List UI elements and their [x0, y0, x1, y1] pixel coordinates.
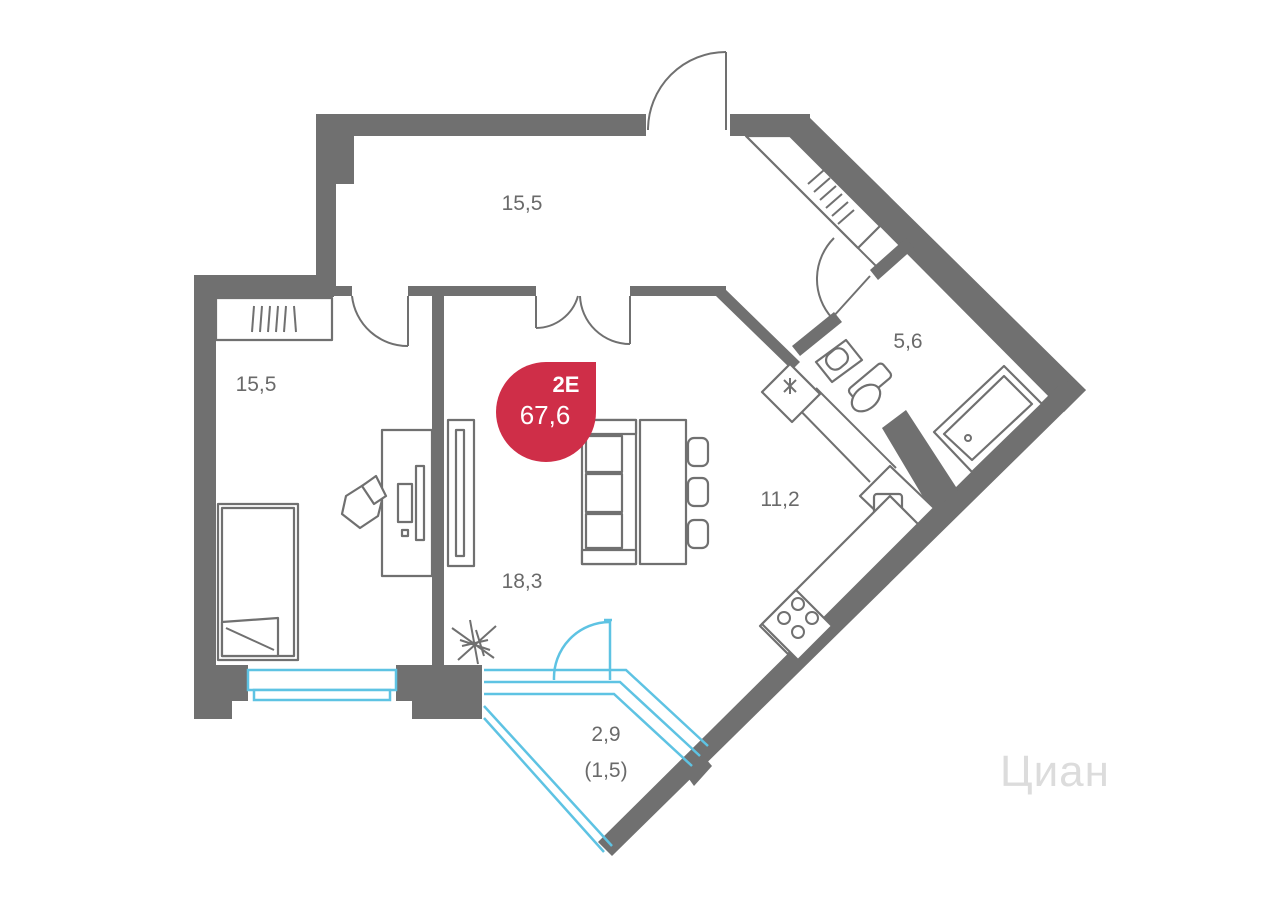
- bedroom-desk: [340, 428, 434, 578]
- kitchen-stove: [760, 588, 834, 662]
- bedroom-bed: [216, 502, 300, 662]
- living-tv-unit: [446, 418, 476, 568]
- hall-area-label: 15,5: [502, 192, 543, 215]
- bathroom-sink: [814, 338, 864, 384]
- kitchen-upper-counter: [760, 362, 822, 424]
- watermark: Циан: [1000, 747, 1110, 796]
- walls: [194, 114, 1086, 856]
- apartment-code: 2E: [553, 372, 580, 397]
- dining-table: [638, 418, 710, 566]
- plant: [451, 619, 497, 665]
- furniture: [214, 134, 1044, 665]
- balcony-reduced-area-label: (1,5): [584, 759, 627, 782]
- room-labels: 15,5 15,5 18,3 11,2 5,6 2,9 (1,5): [236, 192, 923, 782]
- living-area-label: 18,3: [502, 570, 543, 593]
- bedroom-wardrobe: [214, 296, 334, 342]
- apartment-total-area: 67,6: [520, 400, 571, 430]
- bathroom-toilet: [847, 362, 893, 413]
- badge-shape: [496, 362, 596, 462]
- living-sofa: [580, 418, 638, 566]
- bathroom-area-label: 5,6: [893, 330, 922, 353]
- hall-wardrobe: [744, 134, 882, 250]
- bathroom-bathtub: [932, 364, 1044, 474]
- apartment-badge: 2E 67,6: [496, 362, 596, 462]
- bedroom-area-label: 15,5: [236, 373, 277, 396]
- kitchen-area-label: 11,2: [760, 488, 799, 511]
- doors: [351, 51, 871, 348]
- balcony-area-label: 2,9: [591, 723, 620, 746]
- windows: [246, 618, 709, 853]
